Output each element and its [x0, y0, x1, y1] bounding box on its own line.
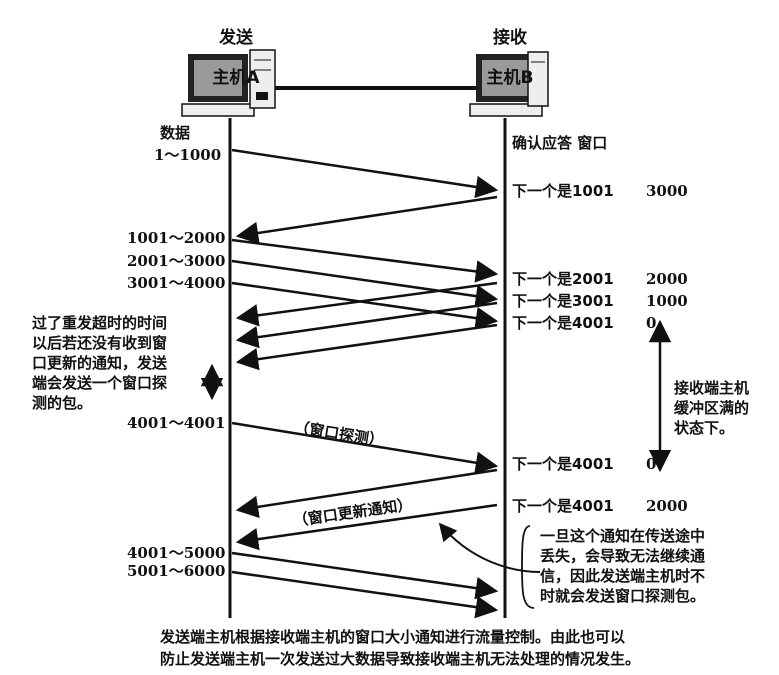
data-range-label: 4001～4001 [127, 414, 226, 432]
loss-note-line: 一旦这个通知在传送途中 [540, 527, 706, 545]
buffer-full-note: 接收端主机 缓冲区满的 状态下。 [674, 378, 774, 438]
timeout-note-line: 测的包。 [32, 394, 93, 412]
loss-pointer-arrow [438, 522, 541, 573]
data-range-label: 5001～6000 [127, 562, 226, 580]
timeout-note-line: 端会发送一个窗口探 [32, 374, 168, 392]
timeout-note-line: 以后若还没有收到窗 [32, 334, 168, 352]
ack-label: 下一个是1001 [512, 182, 614, 200]
ack-arrow [235, 281, 498, 327]
data-header: 数据 [160, 124, 191, 142]
segment-arrow [231, 148, 499, 199]
probe-arrow [231, 421, 499, 474]
timeout-note: 过了重发超时的时间 以后若还没有收到窗 口更新的通知，发送 端会发送一个窗口探 … [32, 313, 212, 413]
receiver-computer-icon [469, 51, 549, 117]
caption-line: 防止发送端主机一次发送过大数据导致接收端主机无法处理的情况发生。 [160, 650, 641, 668]
data-range-label: 3001～4000 [127, 274, 226, 292]
ack-label: 下一个是2001 [512, 270, 614, 288]
loss-note-bracket [521, 525, 535, 609]
ack-label: 下一个是4001 [512, 455, 614, 473]
timeout-note-line: 过了重发超时的时间 [32, 314, 168, 332]
buffer-note-line: 缓冲区满的 [674, 399, 750, 417]
sender-title-line1: 发送 [219, 28, 253, 48]
loss-note: 一旦这个通知在传送途中 丢失，会导致无法继续通 信，因此发送端主机时不 时就会发… [540, 526, 776, 606]
loss-note-line: 信，因此发送端主机时不 [540, 567, 706, 585]
ack-label: 下一个是4001 [512, 497, 614, 515]
segment-arrow [231, 570, 499, 619]
data-range-label: 1～1000 [154, 146, 222, 164]
window-size: 2000 [646, 497, 688, 515]
data-range-label: 1001～2000 [127, 229, 226, 247]
data-range-label: 4001～5000 [127, 544, 226, 562]
window-size: 0 [646, 314, 657, 332]
caption-line: 发送端主机根据接收端主机的窗口大小通知进行流量控制。由此也可以 [160, 628, 626, 646]
window-update-arrow [235, 503, 498, 551]
ack-arrow [235, 323, 498, 371]
window-size: 2000 [646, 270, 688, 288]
loss-note-line: 丢失，会导致无法继续通 [540, 547, 706, 565]
sender-computer-icon [181, 49, 276, 117]
segment-arrow [231, 551, 499, 600]
ack-window-header: 确认应答 窗口 [512, 134, 608, 152]
figure-caption: 发送端主机根据接收端主机的窗口大小通知进行流量控制。由此也可以 防止发送端主机一… [160, 626, 640, 670]
window-size: 0 [646, 455, 657, 473]
sender-host-title: 发送 主机A [198, 8, 274, 108]
receiver-title-line2: 主机B [486, 68, 534, 88]
timeout-note-line: 口更新的通知，发送 [32, 354, 168, 372]
ack-label: 下一个是3001 [512, 292, 614, 310]
segment-arrow [231, 238, 499, 283]
ack-arrow [235, 301, 498, 349]
ack-arrow [235, 195, 498, 245]
receiver-host-title: 接收 主机B [470, 8, 550, 108]
segment-arrow [231, 259, 499, 308]
window-size: 1000 [646, 292, 688, 310]
ack-label: 下一个是4001 [512, 314, 614, 332]
window-size: 3000 [646, 182, 688, 200]
ack-arrow [235, 468, 498, 519]
buffer-note-line: 状态下。 [674, 419, 735, 437]
loss-note-line: 时就会发送窗口探测包。 [540, 587, 706, 605]
buffer-note-line: 接收端主机 [674, 379, 750, 397]
data-range-label: 2001～3000 [127, 252, 226, 270]
receiver-title-line1: 接收 [493, 28, 527, 48]
sender-title-line2: 主机A [212, 68, 260, 88]
